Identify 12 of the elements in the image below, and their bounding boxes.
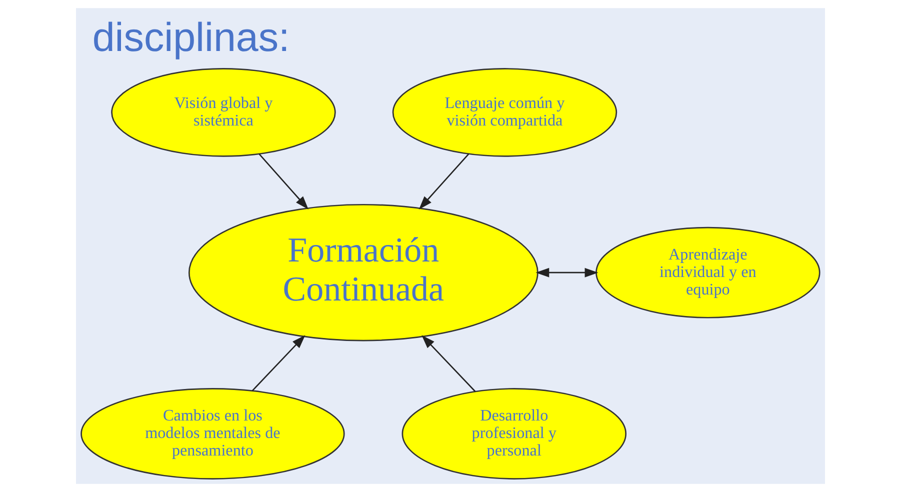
node-ellipse: Visión global y sistémica [111,68,336,157]
node-ellipse: Aprendizaje individual y en equipo [596,226,820,318]
arrow [252,335,306,392]
node-ellipse: Desarrollo profesional y personal [402,388,626,480]
arrow [536,268,598,278]
diagram-title: disciplinas: [92,14,290,60]
arrow [422,335,476,392]
arrow [418,154,470,210]
node-ellipse: Formación Continuada [188,204,538,342]
node-ellipse: Cambios en los modelos mentales de pensamiento [80,388,345,480]
node-ellipse: Lenguaje común y visión compartida [392,68,618,157]
arrow [258,154,308,210]
